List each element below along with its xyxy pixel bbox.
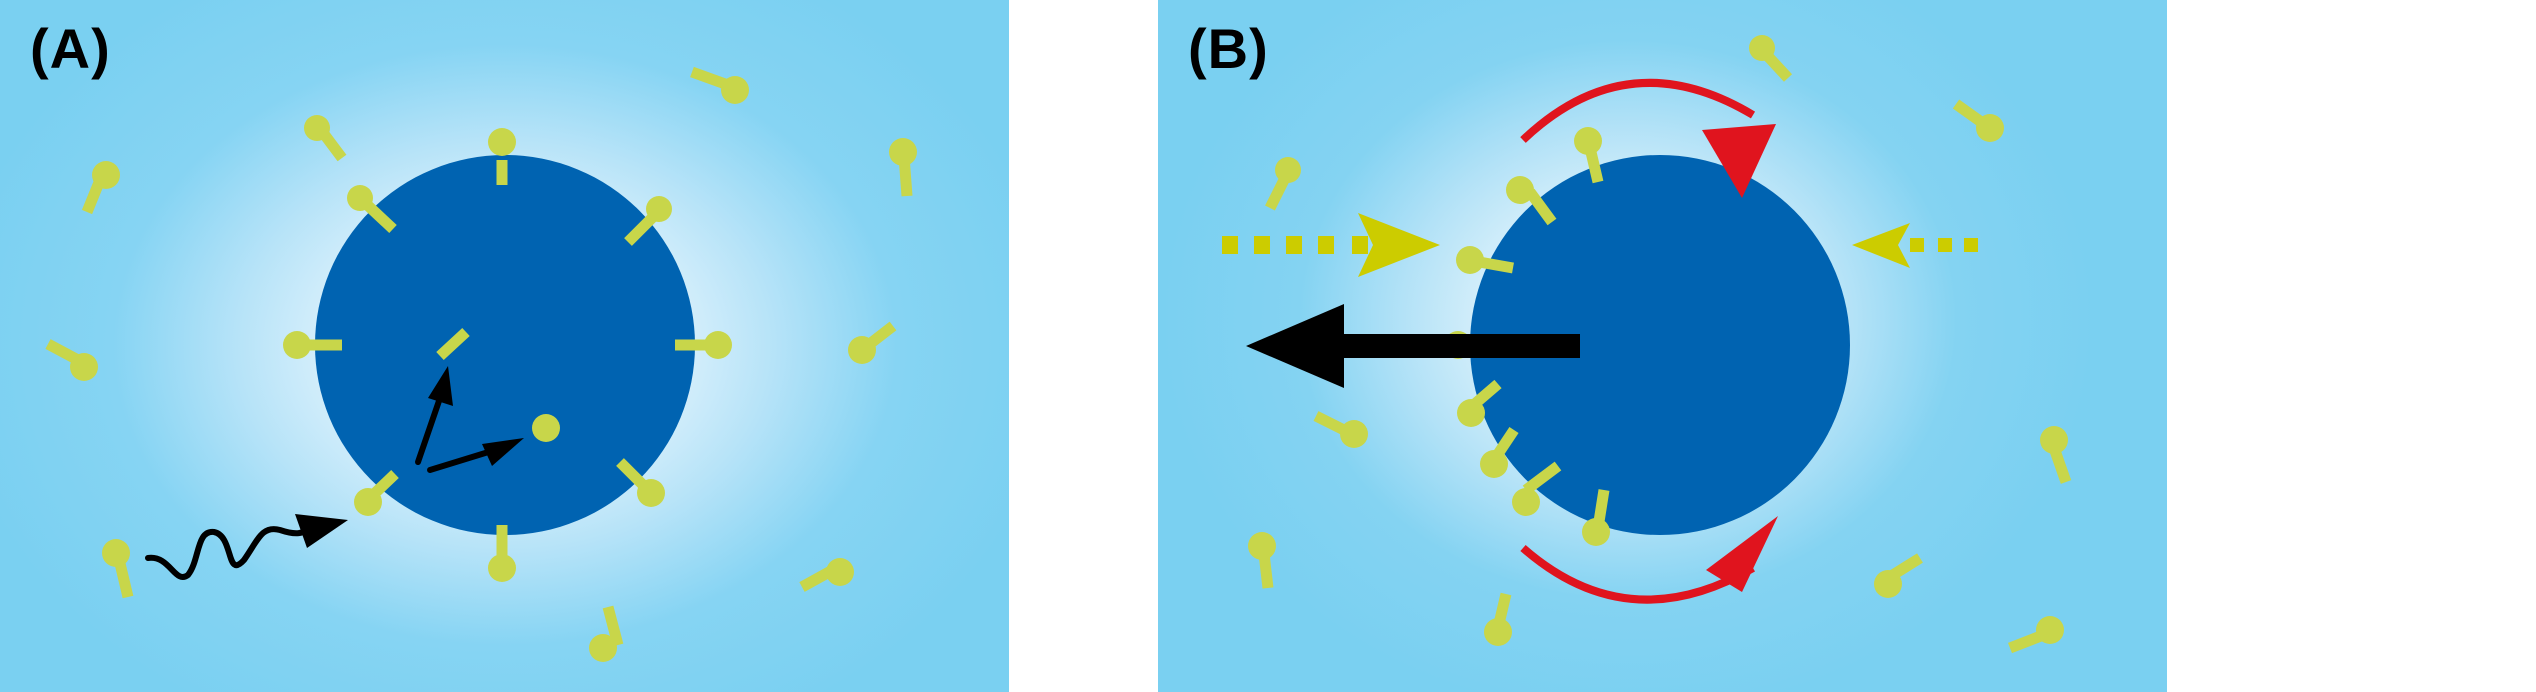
- free-molecule: [45, 339, 98, 381]
- surface-molecule: [1457, 379, 1502, 427]
- surface-molecule: [616, 458, 665, 507]
- free-molecule: [589, 605, 624, 662]
- free-molecule: [848, 321, 897, 364]
- free-molecule: [799, 558, 854, 592]
- free-molecules: [45, 66, 917, 662]
- surface-molecules: [283, 128, 732, 582]
- particle: [1470, 155, 1850, 535]
- free-molecule: [2008, 616, 2064, 654]
- free-molecule: [1749, 35, 1793, 82]
- panel-a-label: (A): [30, 17, 111, 80]
- surface-molecule: [1582, 489, 1610, 546]
- surface-molecule: [1506, 176, 1557, 226]
- free-molecule: [1952, 99, 2004, 142]
- surface-molecule: [1456, 246, 1514, 274]
- surface-molecule: [624, 196, 672, 246]
- surface-molecule: [354, 470, 399, 516]
- circulation-arrows: [1520, 78, 1778, 604]
- red-arrow-bottom-head: [1706, 516, 1778, 592]
- surface-molecule: [488, 525, 516, 582]
- panel-a: (A): [0, 0, 1009, 692]
- free-molecule: [304, 115, 347, 162]
- panel-b-diagram: [1222, 35, 2072, 654]
- surface-molecule: [675, 331, 732, 359]
- particle: [315, 155, 695, 535]
- surface-molecule: [1512, 461, 1562, 516]
- panel-a-diagram: [45, 66, 917, 662]
- diffusion-arrows: [415, 366, 524, 473]
- inner-molecule-head: [532, 414, 560, 442]
- surface-molecule: [283, 331, 342, 359]
- red-arrow-top: [1520, 78, 1756, 143]
- free-molecule: [690, 66, 749, 104]
- inner-molecules: [436, 327, 560, 442]
- free-molecule: [102, 539, 134, 599]
- red-arrow-bottom: [1520, 544, 1755, 604]
- red-arrow-top-head: [1702, 124, 1776, 198]
- inner-molecule-fragment: [436, 327, 470, 361]
- free-molecule: [889, 138, 917, 197]
- surface-molecule: [1480, 426, 1519, 478]
- free-molecule: [2040, 426, 2072, 484]
- free-molecule: [1484, 592, 1512, 646]
- flux-arrow-left: [1222, 213, 1440, 277]
- panel-b: (B): [1158, 0, 2167, 692]
- surface-molecule: [1574, 127, 1604, 184]
- free-molecule: [1874, 553, 1923, 598]
- wavy-arrow: [145, 514, 348, 580]
- free-molecule: [1265, 157, 1301, 211]
- panel-b-label: (B): [1188, 17, 1269, 80]
- surface-molecule: [347, 185, 397, 234]
- free-molecules: [1248, 35, 2072, 654]
- propulsion-arrow: [1246, 304, 1580, 388]
- free-molecule: [81, 161, 120, 215]
- free-molecule: [1248, 532, 1276, 589]
- free-molecule: [1313, 411, 1368, 448]
- flux-arrow-right: [1852, 223, 1978, 268]
- surface-molecule: [488, 128, 516, 185]
